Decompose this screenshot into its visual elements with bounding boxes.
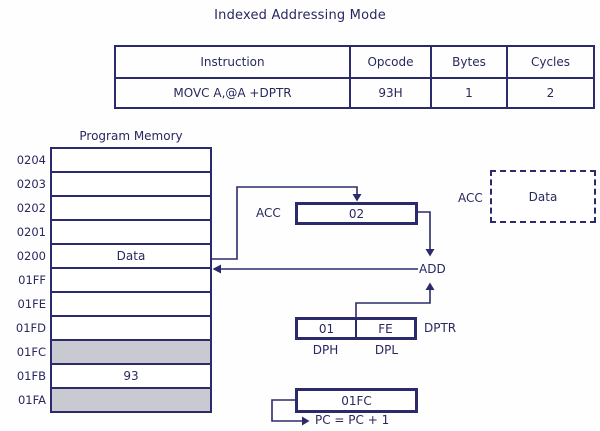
memory-value: Data — [116, 249, 146, 263]
pc-value: 01FC — [341, 393, 372, 408]
arrowhead-into-acc — [352, 194, 362, 202]
memory-address: 0201 — [16, 225, 46, 239]
arrowhead-pc-note — [302, 416, 310, 426]
memory-row: 01FD — [16, 317, 210, 341]
memory-address: 01FD — [15, 321, 46, 335]
memory-address: 01FA — [17, 393, 46, 407]
dph-label: DPH — [312, 343, 339, 357]
instruction-table-header-row: Instruction Opcode Bytes Cycles — [114, 45, 595, 79]
result-acc-label: ACC — [458, 191, 483, 205]
arrowhead-dptr-into-add — [425, 282, 435, 290]
memory-row: 01FE — [17, 293, 210, 317]
dptr-sublabels: DPH DPL — [295, 343, 417, 357]
dptr-register-label: DPTR — [424, 321, 457, 335]
arrowhead-into-memory — [212, 264, 221, 274]
column-header-instruction: Instruction — [114, 45, 351, 79]
memory-address: 0202 — [16, 201, 46, 215]
memory-row-opcode: 01FB 93 — [17, 365, 210, 389]
cell-cycles: 2 — [506, 77, 595, 109]
memory-address: 01FF — [18, 273, 46, 287]
memory-address: 01FB — [16, 369, 46, 383]
memory-row-shaded: 01FA — [18, 389, 210, 411]
dpl-label: DPL — [374, 343, 399, 357]
memory-value: 93 — [123, 369, 139, 383]
instruction-table: Instruction Opcode Bytes Cycles MOVC A,@… — [114, 45, 595, 109]
cell-bytes: 1 — [430, 77, 508, 109]
acc-register-label: ACC — [256, 206, 281, 220]
page-title: Indexed Addressing Mode — [214, 8, 386, 23]
dph-value: 01 — [298, 320, 357, 337]
memory-row: 0203 — [17, 173, 210, 197]
acc-to-add-line — [418, 211, 431, 250]
column-header-cycles: Cycles — [506, 45, 595, 79]
column-header-bytes: Bytes — [430, 45, 508, 79]
adder-label: ADD — [419, 262, 446, 276]
dptr-register-box: 01 FE — [295, 317, 417, 340]
pc-register-box: 01FC — [295, 388, 418, 413]
memory-row: 0201 — [17, 221, 210, 245]
dptr-to-add-line — [355, 289, 431, 317]
dpl-value: FE — [378, 321, 393, 336]
memory-row-shaded: 01FC — [17, 341, 210, 365]
cell-instruction: MOVC A,@A +DPTR — [114, 77, 351, 109]
memory-address: 01FC — [16, 345, 46, 359]
column-header-opcode: Opcode — [349, 45, 432, 79]
program-memory-box: 0204 0203 0202 0201 0200 Data 01FF 01FE 0… — [16, 147, 212, 413]
memory-address: 0203 — [16, 177, 46, 191]
acc-register-value: 02 — [348, 206, 365, 221]
memory-row: 0202 — [17, 197, 210, 221]
memory-address: 01FE — [17, 297, 46, 311]
memory-row: 01FF — [18, 269, 210, 293]
instruction-table-value-row: MOVC A,@A +DPTR 93H 1 2 — [114, 77, 595, 109]
pc-increment-note: PC = PC + 1 — [315, 413, 390, 427]
memory-row-data: 0200 Data — [17, 245, 210, 269]
memory-address: 0204 — [16, 153, 46, 167]
arrowhead-acc-into-add — [425, 249, 435, 257]
memory-row: 0204 — [17, 149, 210, 173]
cell-opcode: 93H — [349, 77, 432, 109]
memory-address: 0200 — [16, 249, 46, 263]
program-memory-label: Program Memory — [79, 129, 183, 143]
result-acc-value: Data — [528, 189, 558, 204]
acc-register-box: 02 — [295, 202, 418, 225]
result-acc-dashed-box: Data — [490, 170, 596, 223]
